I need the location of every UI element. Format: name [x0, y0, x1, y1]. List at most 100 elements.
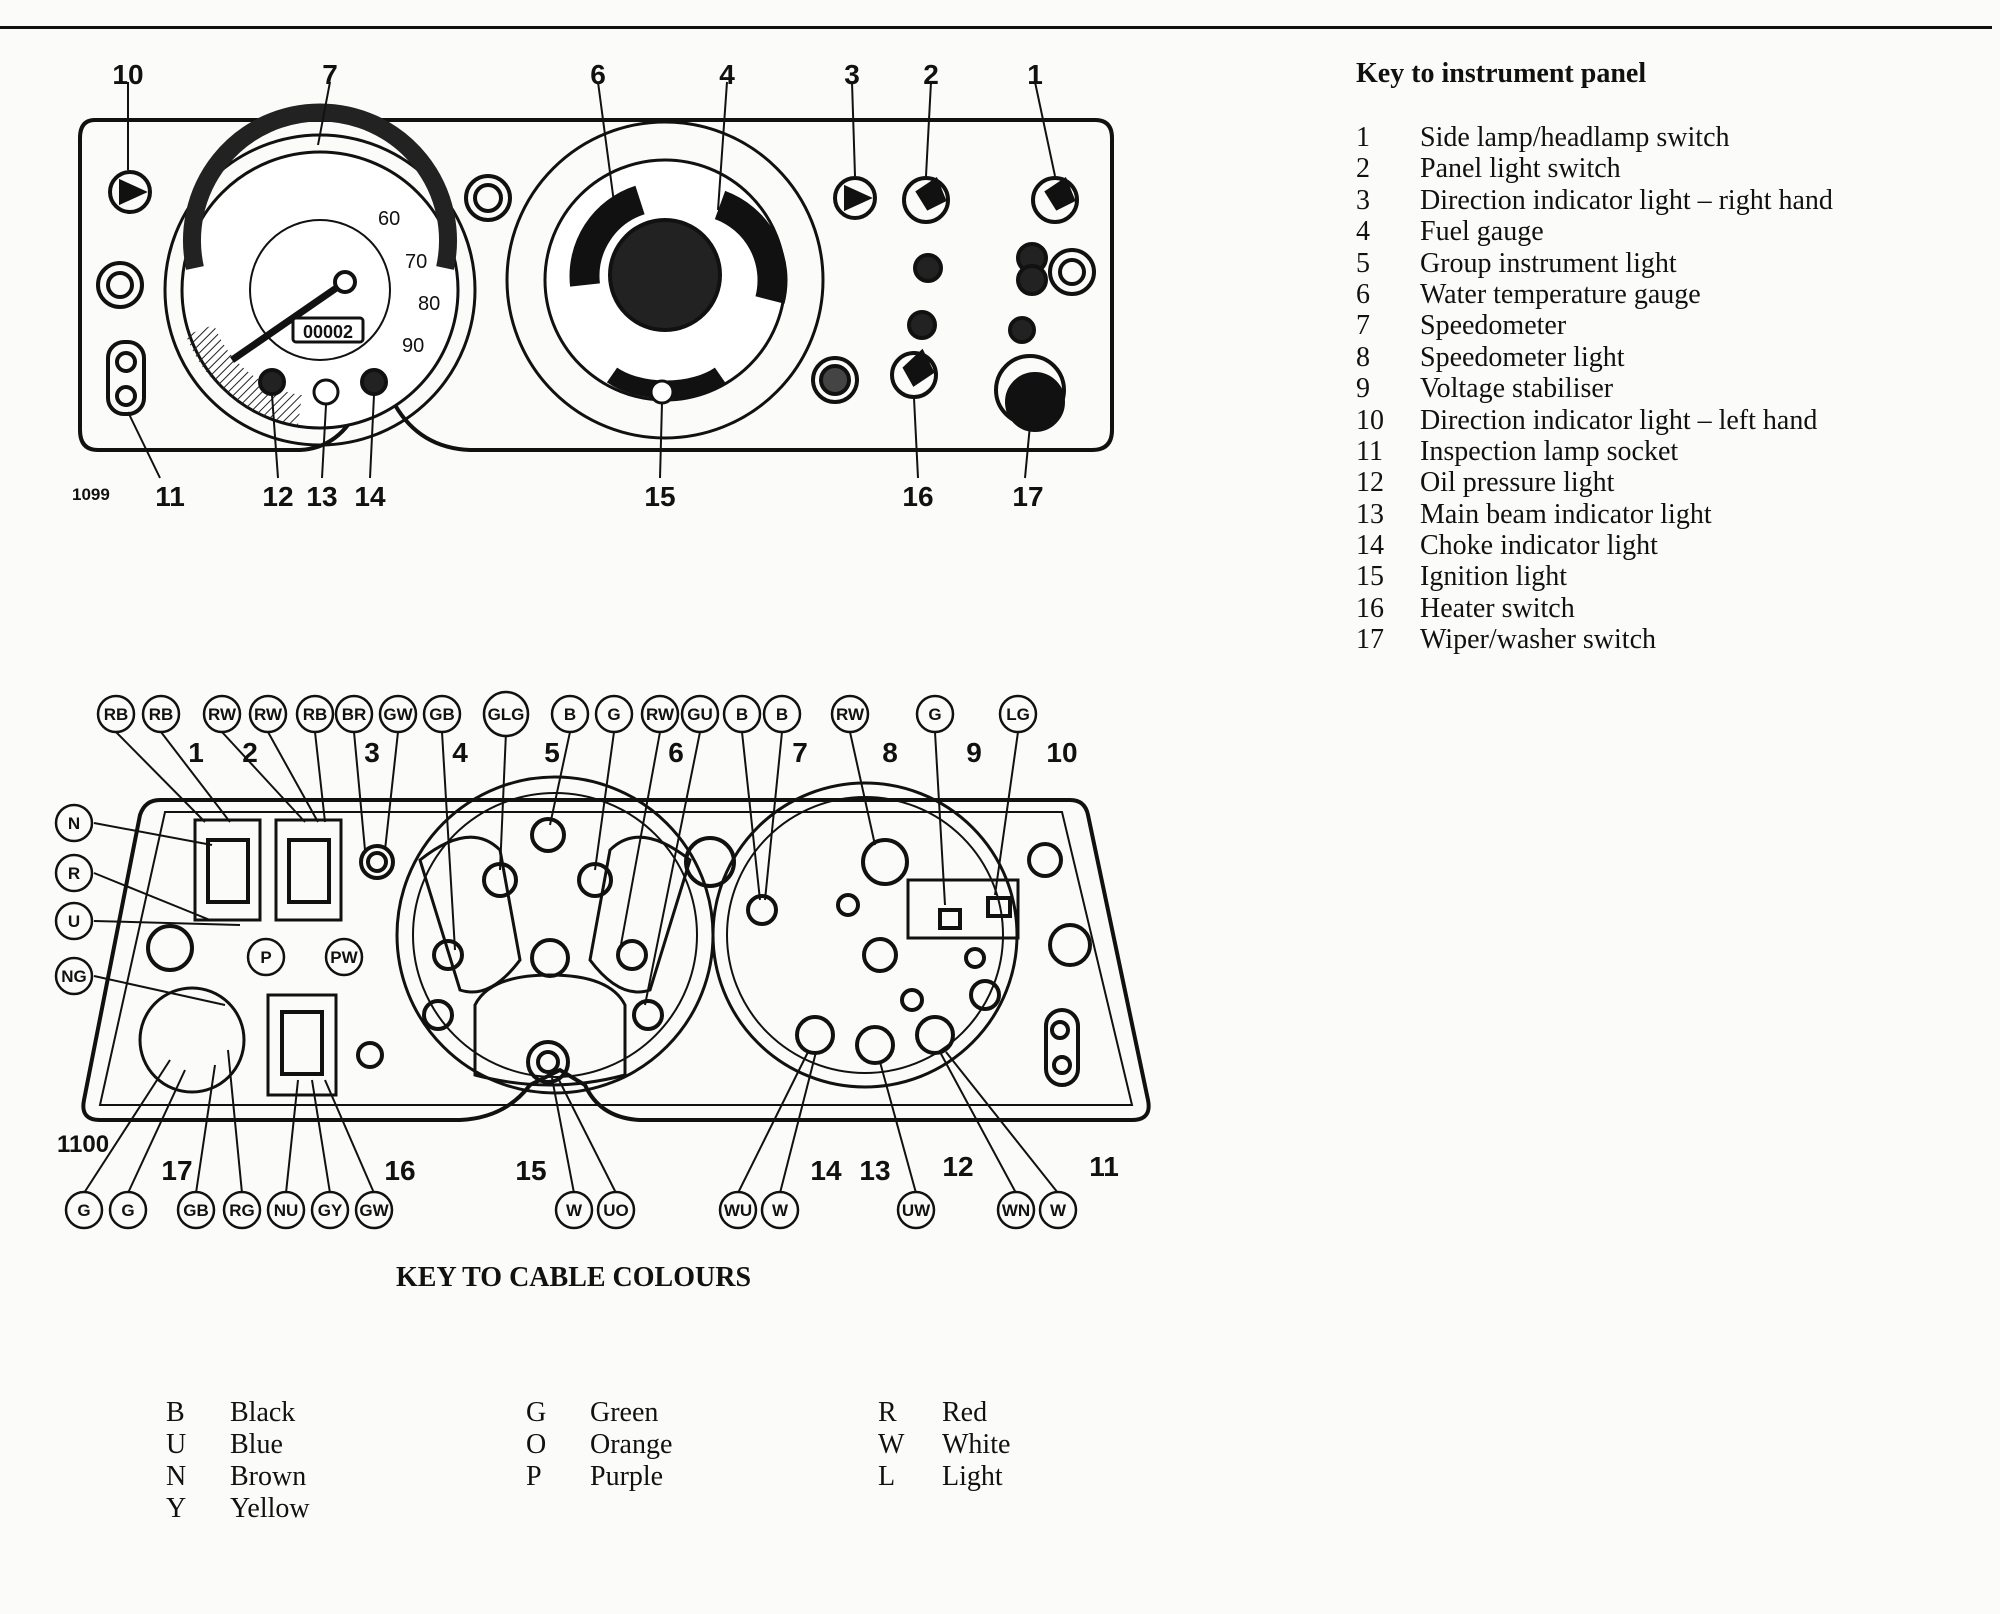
cable-code-ring	[54, 853, 94, 893]
key-item-label: Speedometer	[1420, 310, 1567, 342]
rear-callout: 4	[452, 737, 468, 768]
cable-code-ring	[54, 956, 94, 996]
cable-code-circle: N	[54, 803, 94, 843]
cable-code-circle: GB	[176, 1190, 216, 1230]
cable-code-circle: GLG	[482, 690, 530, 738]
cable-code-label: RW	[836, 705, 865, 724]
cable-code-ring	[266, 1190, 306, 1230]
cable-code-label: N	[68, 814, 80, 833]
key-title: Key to instrument panel	[1356, 58, 1647, 89]
cable-code-ring	[1038, 1190, 1078, 1230]
cable-code-ring	[830, 694, 870, 734]
cable-code-circle: WN	[996, 1190, 1036, 1230]
cable-code-label: W	[1050, 1201, 1067, 1220]
cable-code-label: UW	[902, 1201, 931, 1220]
colour-name: Blue	[230, 1429, 283, 1460]
key-item-number: 5	[1356, 247, 1370, 279]
cable-code-ring	[54, 901, 94, 941]
cable-code-label: UO	[603, 1201, 629, 1220]
colour-name: Black	[230, 1397, 296, 1428]
cable-code-label: GW	[359, 1201, 389, 1220]
cable-code-ring	[596, 1190, 636, 1230]
rear-figure-id: 1100	[57, 1131, 109, 1158]
front-callout: 2	[923, 59, 939, 90]
cable-code-ring	[310, 1190, 350, 1230]
cable-code-ring	[378, 694, 418, 734]
cable-code-circle: LG	[998, 694, 1038, 734]
front-callout: 1	[1027, 59, 1043, 90]
cable-code-ring	[762, 694, 802, 734]
cable-code-circle: WU	[718, 1190, 758, 1230]
cable-code-circle: RW	[640, 694, 680, 734]
front-callout: 3	[844, 59, 860, 90]
cable-code-label: G	[607, 705, 620, 724]
cable-code-ring	[64, 1190, 104, 1230]
key-item-label: Voltage stabiliser	[1420, 373, 1614, 405]
cable-code-circle: RW	[202, 694, 242, 734]
cable-code-label: RW	[208, 705, 237, 724]
key-item-number: 1	[1356, 122, 1370, 153]
key-item-label: Speedometer light	[1420, 341, 1625, 373]
key-item-label: Heater switch	[1420, 592, 1575, 624]
cable-code-circle: G	[108, 1190, 148, 1230]
cable-code-circle: U	[54, 901, 94, 941]
cable-code-circle: B	[722, 694, 762, 734]
key-item-label: Side lamp/headlamp switch	[1420, 122, 1730, 153]
cable-code-ring	[554, 1190, 594, 1230]
front-callout: 7	[322, 59, 338, 90]
cable-code-circle: UO	[596, 1190, 636, 1230]
cable-code-circle: PW	[324, 937, 364, 977]
cable-code-ring	[996, 1190, 1036, 1230]
odometer-readout: 00002	[303, 322, 353, 342]
key-item-number: 10	[1356, 404, 1384, 436]
cable-code-circle: B	[550, 694, 590, 734]
front-callout: 10	[112, 59, 143, 90]
cable-code-label: RW	[254, 705, 283, 724]
speedometer-dial: 00002 60 70 80 90	[163, 103, 477, 447]
cable-code-ring	[550, 694, 590, 734]
cable-code-circle: RB	[96, 694, 136, 734]
front-figure-id: 1099	[72, 485, 110, 504]
group-gauge-dial	[505, 120, 825, 440]
colour-code: Y	[166, 1493, 187, 1524]
cable-code-circle: RW	[248, 694, 288, 734]
cable-code-label: LG	[1006, 705, 1030, 724]
rear-callout: 12	[942, 1151, 973, 1182]
cable-code-ring	[594, 694, 634, 734]
front-callout: 17	[1012, 481, 1043, 512]
cable-code-label: W	[772, 1201, 789, 1220]
cable-code-ring	[295, 694, 335, 734]
cable-code-circle: G	[915, 694, 955, 734]
colour-code: P	[526, 1461, 542, 1492]
cable-code-circle: G	[594, 694, 634, 734]
front-callout: 14	[354, 481, 386, 512]
cable-code-label: GB	[183, 1201, 209, 1220]
cable-code-label: RB	[104, 705, 129, 724]
rear-callout: 9	[966, 737, 982, 768]
rear-callout: 1	[188, 737, 204, 768]
key-item-number: 16	[1356, 592, 1384, 624]
key-item-label: Inspection lamp socket	[1420, 435, 1679, 467]
cable-code-circle: W	[760, 1190, 800, 1230]
colour-name: White	[942, 1429, 1011, 1460]
key-item-number: 15	[1356, 561, 1384, 593]
key-item-label: Main beam indicator light	[1420, 498, 1712, 530]
colour-code: R	[878, 1397, 897, 1428]
cable-code-ring	[202, 694, 242, 734]
